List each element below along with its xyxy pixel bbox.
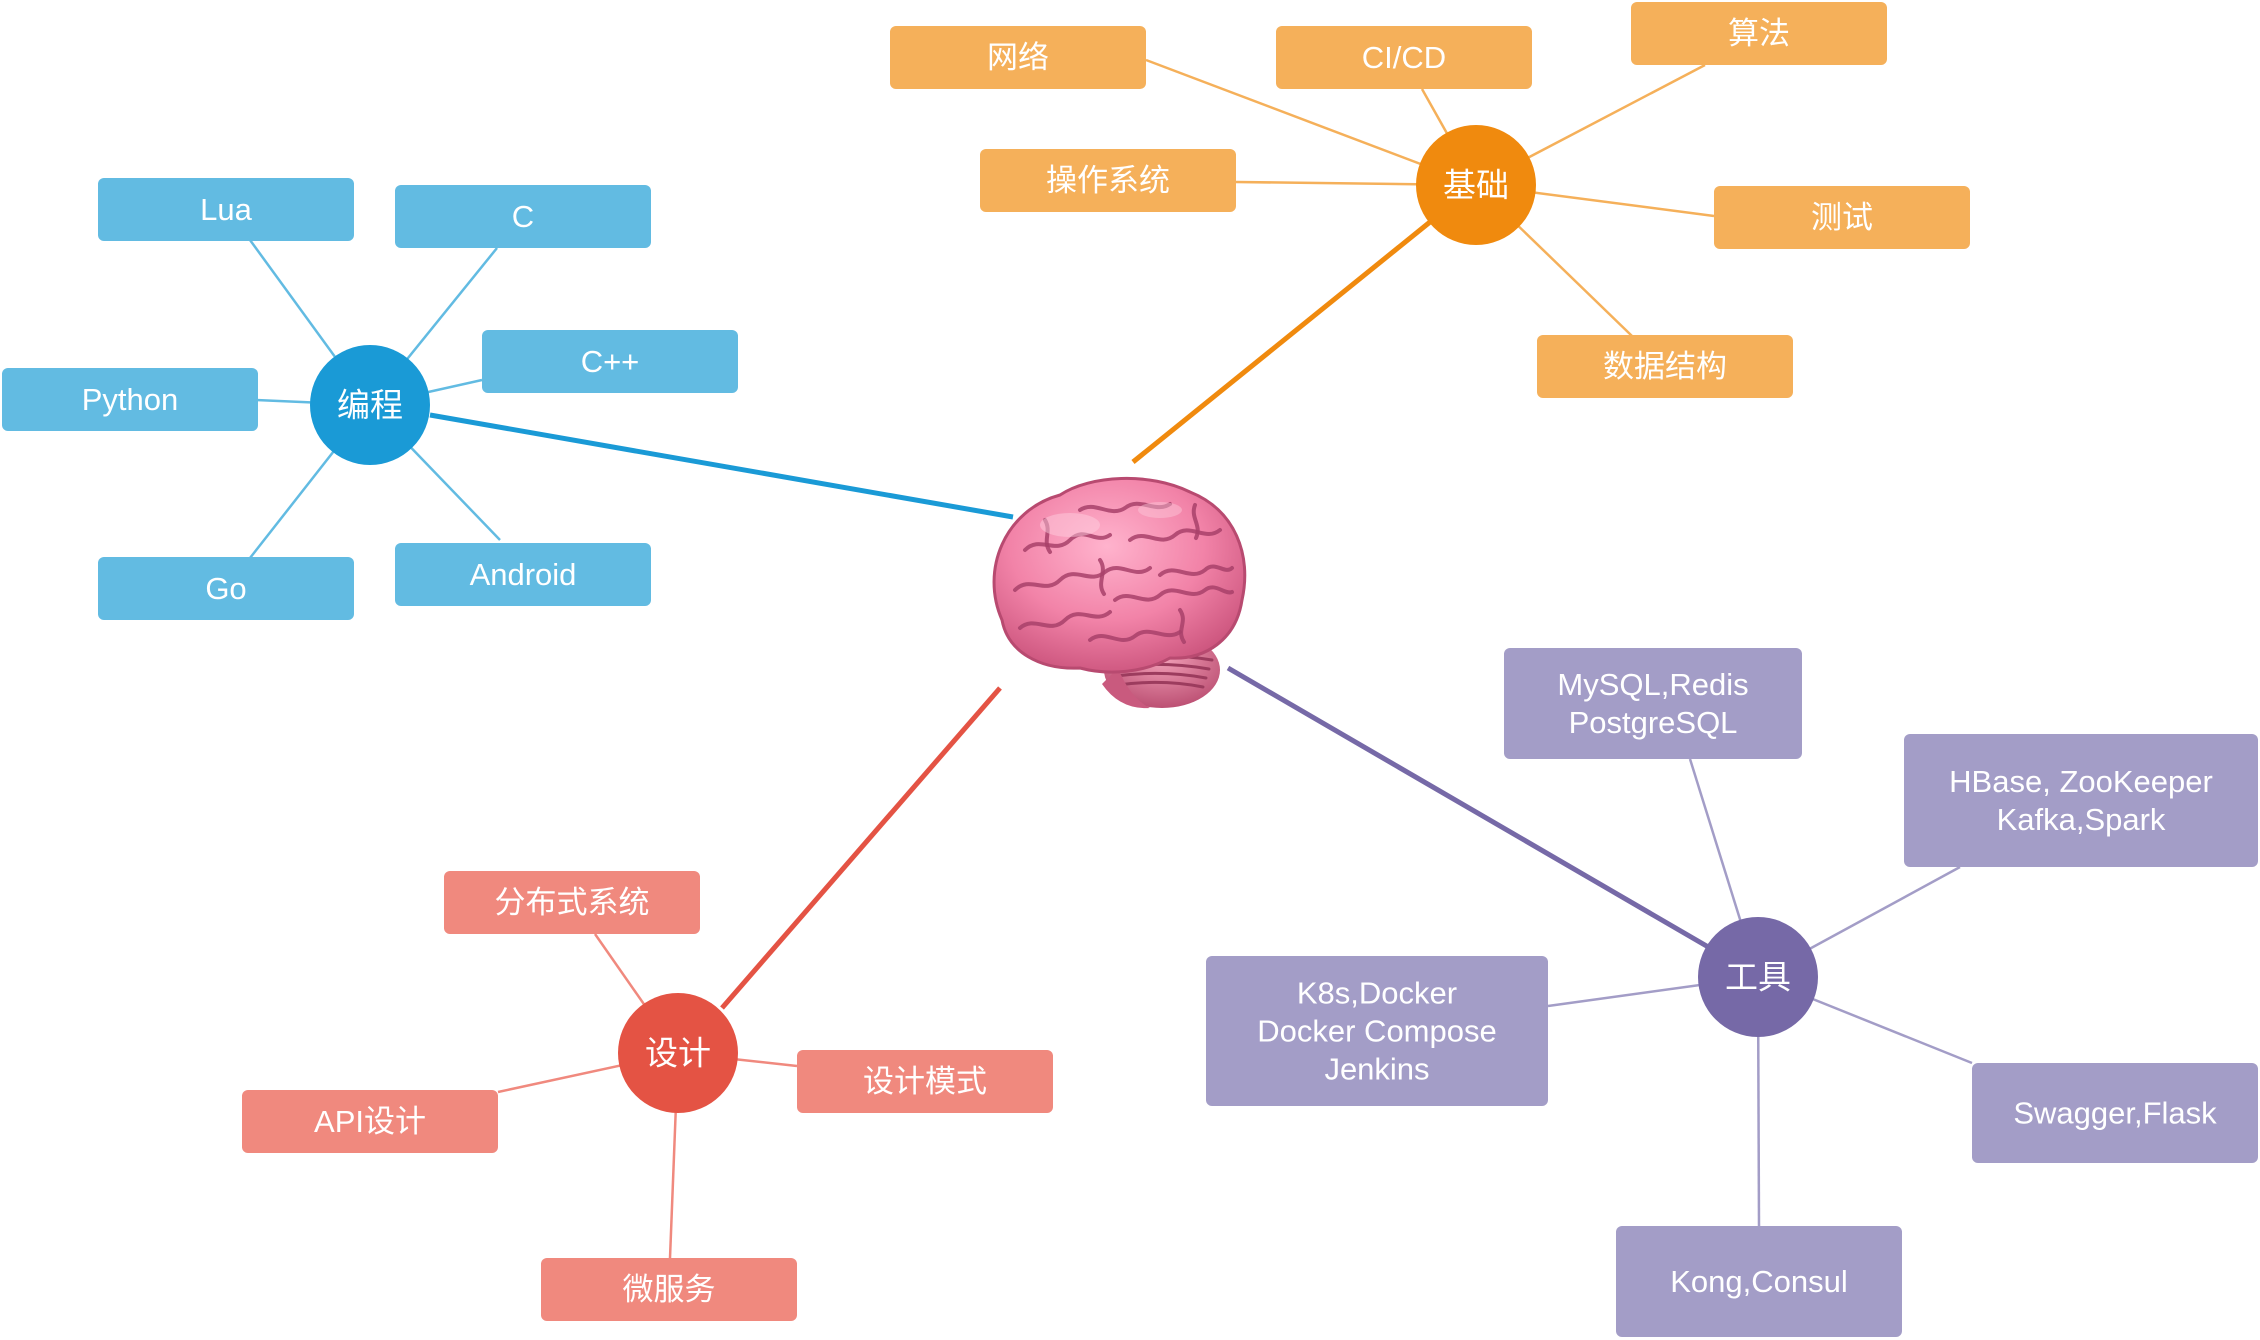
leaf-node-box: [1714, 186, 1970, 249]
leaf-node-label: C: [512, 199, 534, 234]
leaf-node-box: [1616, 1226, 1902, 1337]
tools-main-edge: [1226, 665, 1712, 951]
leaf-node-android[interactable]: Android: [395, 543, 651, 606]
hub-node-circle: [310, 345, 430, 465]
hub-node-circle: [1698, 917, 1818, 1037]
hub-node-circle: [618, 993, 738, 1113]
leaf-node-label: 数据结构: [1603, 349, 1727, 384]
leaf-node-box: [98, 557, 354, 620]
leaf-node-box: [242, 1090, 498, 1153]
hub-node-programming[interactable]: 编程: [310, 345, 430, 465]
fundamentals-main-edge: [1131, 220, 1432, 464]
leaf-node-label: C++: [581, 344, 640, 379]
leaf-node-design-patterns[interactable]: 设计模式: [797, 1050, 1053, 1113]
leaf-node-go[interactable]: Go: [98, 557, 354, 620]
leaf-node-lua[interactable]: Lua: [98, 178, 354, 241]
leaf-node-label: Python: [82, 382, 179, 417]
leaf-node-box: [890, 26, 1146, 89]
leaf-node-label: 微服务: [623, 1272, 716, 1307]
leaf-node-cpp[interactable]: C++: [482, 330, 738, 393]
leaf-node-label: MySQL,Redis: [1557, 667, 1748, 702]
brain-icon: [992, 477, 1247, 709]
leaf-node-label: CI/CD: [1362, 40, 1446, 75]
leaf-node-label: K8s,Docker: [1297, 976, 1457, 1011]
leaf-node-cicd[interactable]: CI/CD: [1276, 26, 1532, 89]
hub-node-fundamentals[interactable]: 基础: [1416, 125, 1536, 245]
leaf-node-label: 算法: [1728, 16, 1790, 51]
programming-main-edge: [429, 412, 1014, 520]
leaf-node-box: [797, 1050, 1053, 1113]
leaf-node-box: [444, 871, 700, 934]
leaf-node-algorithm[interactable]: 算法: [1631, 2, 1887, 65]
leaf-node-label: Lua: [200, 192, 252, 227]
leaf-node-box: [980, 149, 1236, 212]
leaf-node-box: [1972, 1063, 2258, 1163]
leaf-node-label: Kong,Consul: [1670, 1264, 1848, 1299]
leaf-node-os[interactable]: 操作系统: [980, 149, 1236, 212]
leaf-node-api-design[interactable]: API设计: [242, 1090, 498, 1153]
leaf-node-label: Swagger,Flask: [2013, 1096, 2217, 1131]
leaf-node-box: [2, 368, 258, 431]
leaf-node-label: 设计模式: [863, 1064, 987, 1099]
leaf-node-box: [541, 1258, 797, 1321]
design-main-edge: [720, 686, 1002, 1010]
leaf-node-box: [98, 178, 354, 241]
leaf-node-label: Kafka,Spark: [1997, 802, 2166, 837]
leaf-node-data-structure[interactable]: 数据结构: [1537, 335, 1793, 398]
leaf-node-microservices[interactable]: 微服务: [541, 1258, 797, 1321]
leaf-node-label: Jenkins: [1324, 1052, 1429, 1087]
leaf-node-label: Go: [205, 571, 246, 606]
hub-node-circle: [1416, 125, 1536, 245]
leaf-node-label: 分布式系统: [495, 885, 650, 920]
leaf-node-c[interactable]: C: [395, 185, 651, 248]
hub-node-tools[interactable]: 工具: [1698, 917, 1818, 1037]
hub-node-label: 设计: [645, 1035, 711, 1072]
hub-node-label: 工具: [1725, 959, 1791, 996]
hub-node-design[interactable]: 设计: [618, 993, 738, 1113]
leaf-node-label: Android: [470, 557, 577, 592]
hub-node-label: 基础: [1443, 167, 1509, 204]
leaf-node-box: [482, 330, 738, 393]
leaf-node-box: [1276, 26, 1532, 89]
leaf-node-label: Docker Compose: [1257, 1014, 1496, 1049]
leaf-node-python[interactable]: Python: [2, 368, 258, 431]
leaf-node-box: [1206, 956, 1548, 1106]
leaf-node-testing[interactable]: 测试: [1714, 186, 1970, 249]
leaf-node-box: [1631, 2, 1887, 65]
leaf-node-label: 操作系统: [1046, 163, 1170, 198]
leaf-node-box: [1904, 734, 2258, 867]
leaf-node-box: [395, 185, 651, 248]
hub-node-label: 编程: [337, 387, 403, 424]
leaf-node-label: 测试: [1811, 200, 1873, 235]
leaf-node-label: 网络: [987, 40, 1049, 75]
leaf-node-label: API设计: [314, 1104, 426, 1139]
leaf-node-box: [395, 543, 651, 606]
leaf-node-box: [1504, 648, 1802, 759]
leaf-node-api-tools[interactable]: Swagger,Flask: [1972, 1063, 2258, 1163]
leaf-node-box: [1537, 335, 1793, 398]
leaf-node-network[interactable]: 网络: [890, 26, 1146, 89]
leaf-node-distributed[interactable]: 分布式系统: [444, 871, 700, 934]
leaf-node-gateway[interactable]: Kong,Consul: [1616, 1226, 1902, 1337]
leaf-node-label: HBase, ZooKeeper: [1949, 764, 2213, 799]
leaf-node-label: PostgreSQL: [1569, 705, 1738, 740]
